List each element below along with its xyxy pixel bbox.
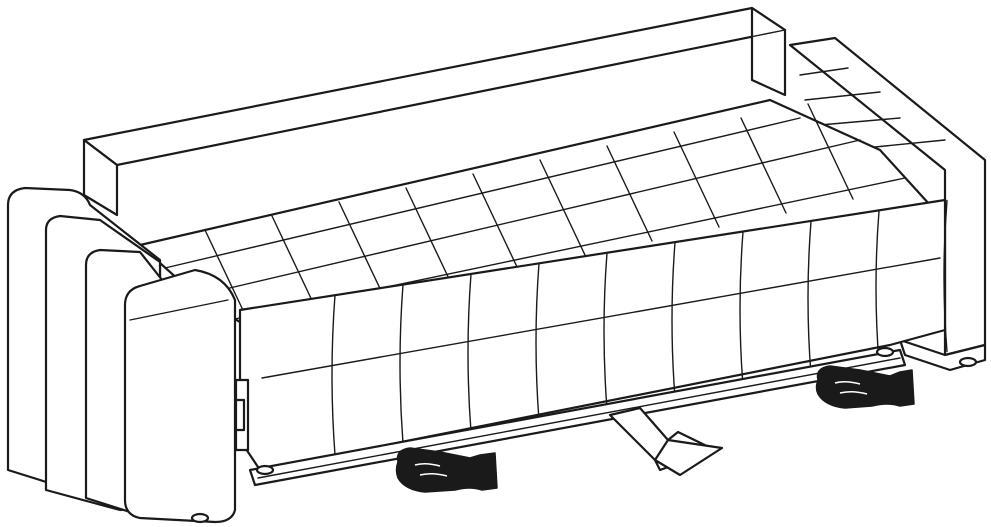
left-hand-icon bbox=[395, 447, 498, 493]
cushion-column-line bbox=[673, 131, 720, 228]
cushion-column-line bbox=[740, 117, 787, 214]
feet bbox=[255, 346, 978, 476]
front-cushion-divider bbox=[399, 283, 404, 445]
front-cushion-dividers bbox=[261, 199, 948, 456]
front-cushion-divider bbox=[875, 210, 880, 364]
cushion-grid bbox=[164, 103, 906, 326]
front-cushion-divider bbox=[331, 294, 336, 456]
pull-direction-arrow-icon bbox=[608, 406, 724, 477]
cushion-column-line bbox=[472, 173, 519, 270]
cushion-column-line bbox=[539, 159, 586, 256]
cushion-row-line bbox=[199, 139, 861, 296]
cushion-column-line bbox=[338, 201, 385, 298]
backrest bbox=[82, 6, 787, 217]
front-cushion-divider bbox=[807, 220, 812, 376]
front-cushion-divider bbox=[943, 199, 948, 353]
front-cushion-divider bbox=[603, 252, 608, 410]
front-cushion-divider bbox=[739, 231, 744, 387]
right-hand-icon bbox=[815, 365, 915, 409]
front-cushion-divider bbox=[671, 241, 676, 399]
front-cushion-divider bbox=[467, 273, 472, 433]
cushion-column-line bbox=[807, 103, 854, 200]
front-cushion-divider bbox=[535, 262, 540, 422]
cushion-column-line bbox=[606, 145, 653, 242]
front-seam-line bbox=[261, 257, 941, 379]
left-armrest bbox=[6, 186, 250, 524]
cushion-column-line bbox=[405, 187, 452, 284]
cushion-column-line bbox=[271, 215, 318, 312]
